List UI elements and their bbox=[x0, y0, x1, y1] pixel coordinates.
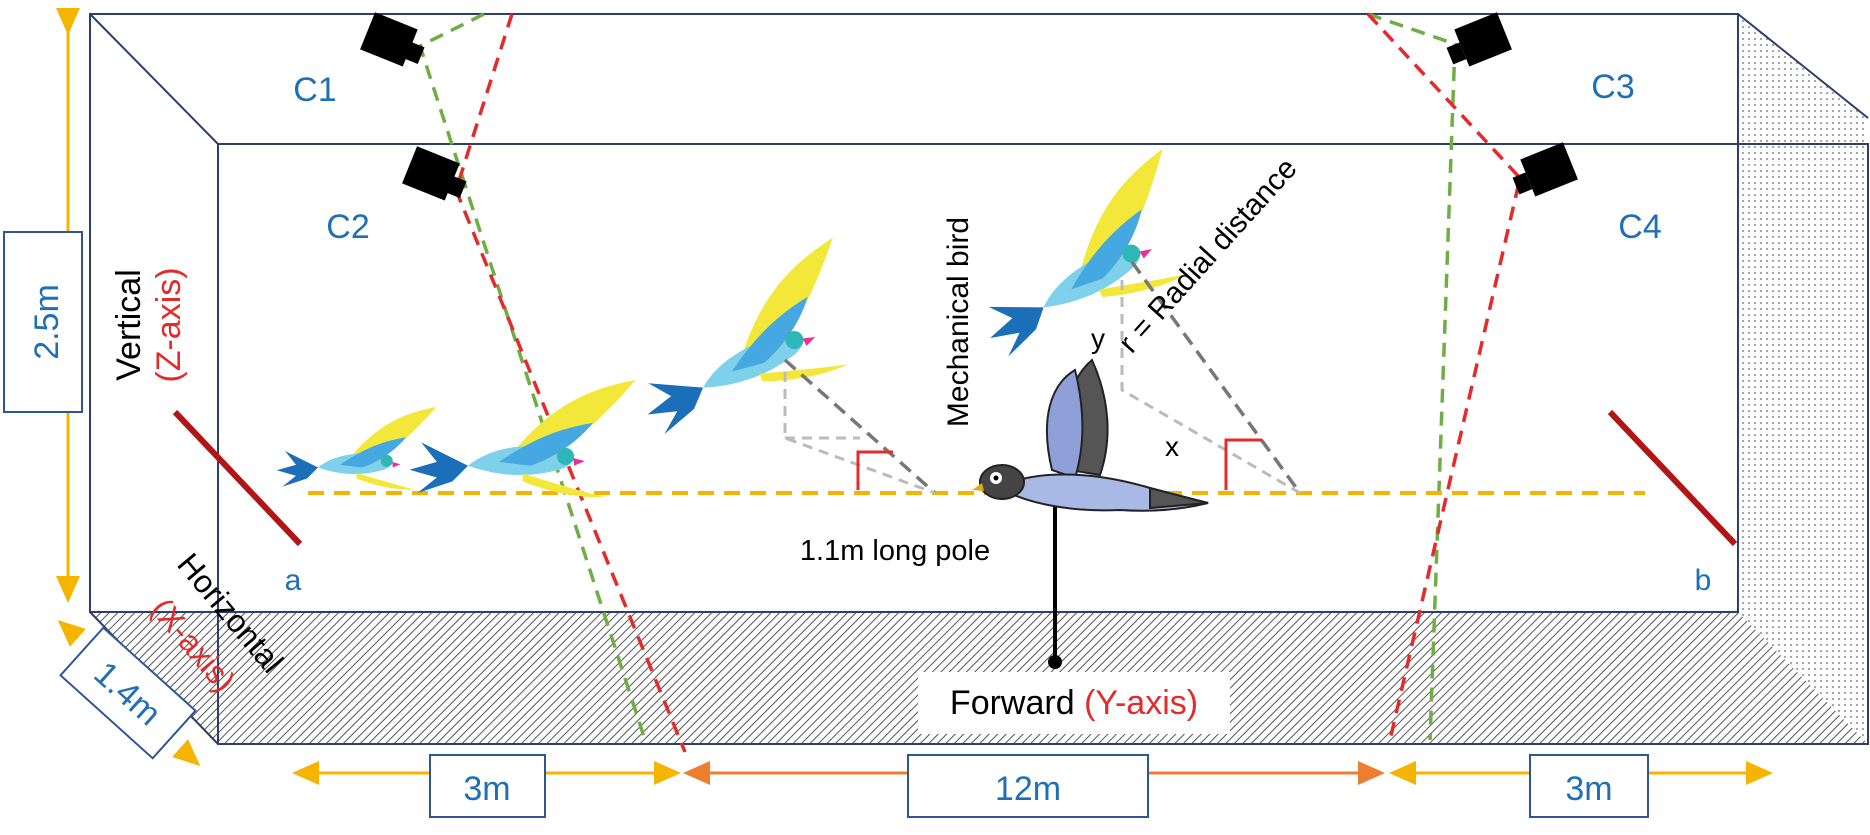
cameras bbox=[360, 12, 1578, 201]
distance-geometry-left bbox=[783, 358, 937, 495]
left-segment-label: 3m bbox=[463, 770, 510, 808]
parrot-4-icon bbox=[988, 149, 1187, 357]
camera-c3-icon bbox=[1446, 12, 1512, 67]
right-end-wall bbox=[1738, 14, 1868, 744]
right-segment-box bbox=[1529, 754, 1649, 818]
forward-axis-label: Forward (Y-axis) bbox=[950, 684, 1198, 722]
left-segment-box bbox=[429, 754, 546, 818]
right-segment-label: 3m bbox=[1565, 770, 1612, 808]
vertical-label: Vertical bbox=[110, 269, 148, 381]
tunnel-front-frame bbox=[217, 143, 1869, 745]
c4-red-view-line bbox=[1366, 12, 1522, 741]
distance-geometry-right bbox=[1120, 260, 1302, 495]
parrot-icons bbox=[276, 149, 1187, 498]
forward-axis-box bbox=[918, 672, 1230, 734]
parrot-2-icon bbox=[409, 380, 636, 498]
tunnel-structure bbox=[89, 13, 1869, 745]
middle-segment-label: 12m bbox=[995, 770, 1061, 808]
camera-c2-icon bbox=[402, 146, 467, 201]
height-dimension-box bbox=[3, 231, 83, 413]
mechanical-bird-label: Mechanical bird bbox=[942, 217, 975, 427]
middle-segment-box bbox=[907, 754, 1149, 818]
pole-base bbox=[1048, 655, 1062, 669]
right-angle-icon bbox=[1224, 438, 1262, 490]
camera-c1-icon bbox=[360, 12, 425, 67]
x-label: x bbox=[1165, 431, 1179, 462]
mechanical-bird-icon bbox=[972, 358, 1209, 669]
right-angle-icon bbox=[856, 450, 893, 490]
parrot-1-icon bbox=[276, 407, 437, 490]
y-label: y bbox=[1091, 323, 1105, 354]
tunnel-back-frame bbox=[89, 13, 1739, 613]
camera-c4-icon bbox=[1512, 142, 1578, 197]
marker-b-bar bbox=[1607, 409, 1738, 547]
point-b-label: b bbox=[1695, 564, 1712, 597]
point-a-label: a bbox=[285, 564, 302, 597]
height-dimension-label: 2.5m bbox=[28, 284, 66, 360]
marker-a-bar bbox=[172, 409, 303, 547]
vertical-axis-label: (Z-axis) bbox=[150, 267, 188, 382]
camera-c2-label: C2 bbox=[326, 208, 369, 246]
camera-c3-label: C3 bbox=[1591, 68, 1634, 106]
height-dimension: 2.5m bbox=[3, 8, 83, 603]
width-dimension-box bbox=[59, 626, 197, 760]
parrot-3-icon bbox=[647, 237, 849, 435]
pole-label: 1.1m long pole bbox=[800, 535, 990, 567]
camera-c4-label: C4 bbox=[1618, 208, 1661, 246]
camera-c1-label: C1 bbox=[293, 71, 336, 109]
c3-green-view-line bbox=[1367, 12, 1457, 741]
length-dimensions: 3m 12m 3m bbox=[292, 754, 1773, 818]
